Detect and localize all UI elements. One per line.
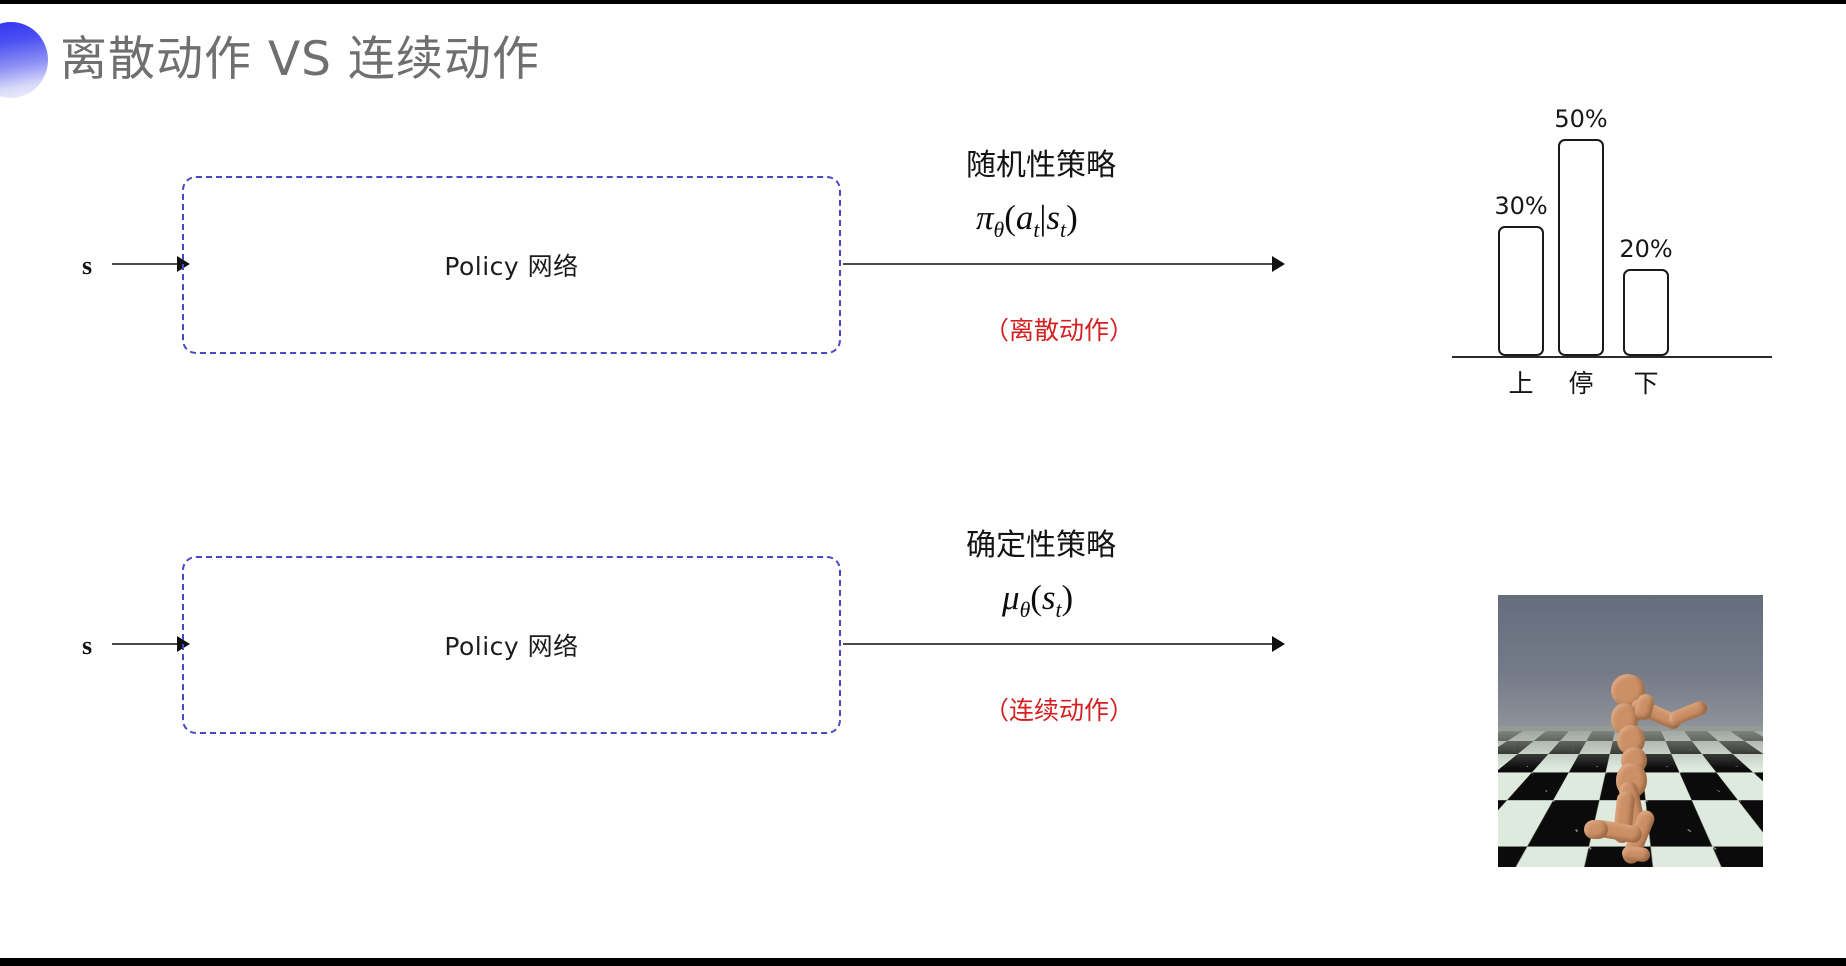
bar-rect-1 [1558, 139, 1604, 356]
formula-mu-close-paren: ) [1061, 578, 1074, 617]
formula-mu-theta: θ [1019, 598, 1031, 622]
bar-value-1: 50% [1554, 105, 1608, 133]
bar-chart-axis-line [1452, 356, 1772, 358]
formula-pi: π [976, 198, 994, 237]
formula-action-subscript: t [1033, 218, 1040, 242]
formula-close-paren: ) [1066, 198, 1078, 237]
discrete-action-note: （离散动作） [984, 316, 1135, 345]
title-bullet-icon [0, 22, 48, 98]
input-arrow-line-continuous [112, 643, 180, 645]
bar-group-1: 50% [1554, 96, 1608, 356]
output-arrow-line-continuous [843, 643, 1277, 645]
formula-state-subscript: t [1060, 218, 1067, 242]
humanoid-left-foot [1621, 845, 1651, 863]
policy-network-box-discrete[interactable]: Policy 网络 [182, 176, 841, 354]
input-arrow-line-discrete [112, 263, 180, 265]
output-arrow-line-discrete [843, 263, 1277, 265]
deterministic-policy-title: 确定性策略 [966, 528, 1116, 563]
state-label-discrete: s [82, 251, 93, 280]
bar-value-0: 30% [1494, 192, 1548, 220]
formula-open-paren: ( [1004, 198, 1016, 237]
policy-network-label-continuous: Policy 网络 [444, 632, 579, 661]
formula-state: s [1046, 198, 1061, 237]
bar-rect-2 [1623, 269, 1669, 356]
bar-tick-label-0: 上 [1508, 369, 1534, 398]
formula-mu-state: s [1041, 578, 1056, 617]
bar-value-2: 20% [1619, 235, 1673, 263]
page-title: 离散动作 VS 连续动作 [60, 32, 540, 87]
output-arrow-head-continuous [1272, 636, 1285, 652]
discrete-action-row: s Policy 网络 随机性策略 πθ(at|st) （离散动作） [0, 148, 1846, 480]
formula-mu-open-paren: ( [1030, 578, 1042, 617]
stochastic-policy-formula: πθ(at|st) [976, 198, 1078, 243]
formula-mu-state-subscript: t [1055, 598, 1062, 622]
action-probability-bar-chart: 30% 50% 20% 上 停 下 [1452, 96, 1818, 398]
formula-conditional-bar: | [1039, 198, 1047, 237]
bar-plot-area: 30% 50% 20% 上 停 下 [1452, 96, 1772, 398]
formula-theta: θ [993, 218, 1005, 242]
bar-tick-label-1: 停 [1568, 369, 1594, 398]
bar-group-0: 30% [1494, 96, 1548, 356]
policy-network-box-continuous[interactable]: Policy 网络 [182, 556, 841, 734]
continuous-action-row: s Policy 网络 确定性策略 μθ(st) （连续动作） [0, 528, 1846, 860]
humanoid-simulation-image [1498, 595, 1763, 867]
bar-group-2: 20% [1619, 96, 1673, 356]
bar-rect-0 [1498, 226, 1544, 356]
continuous-action-note: （连续动作） [984, 696, 1135, 725]
state-label-continuous: s [82, 631, 93, 660]
stochastic-policy-title: 随机性策略 [966, 148, 1116, 183]
formula-mu: μ [1002, 578, 1020, 617]
formula-action: a [1015, 198, 1034, 237]
output-arrow-head-discrete [1272, 256, 1285, 272]
policy-network-label-discrete: Policy 网络 [444, 252, 579, 281]
deterministic-policy-formula: μθ(st) [1002, 578, 1073, 623]
letterbox-top [0, 0, 1846, 4]
bar-tick-label-2: 下 [1633, 369, 1659, 398]
letterbox-bottom [0, 958, 1846, 966]
humanoid-right-foot [1584, 820, 1608, 839]
